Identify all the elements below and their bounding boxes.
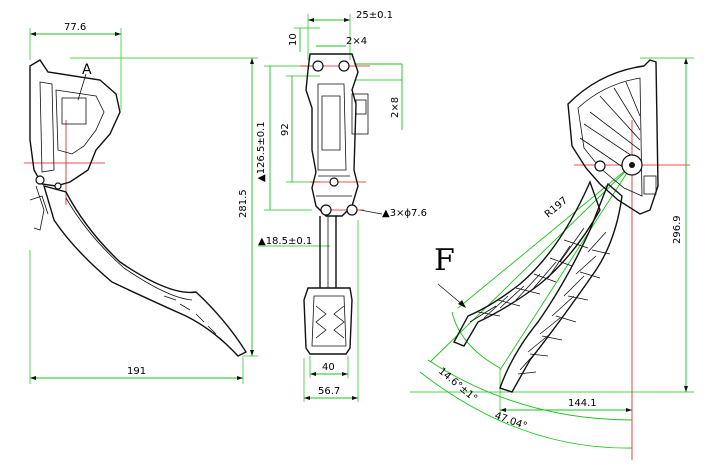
dim-front-mount-height: ▲126.5±0.1 [256, 121, 267, 182]
dim-side-length: 191 [127, 366, 146, 377]
label-detail-a: A [82, 62, 92, 78]
dim-front-center-height: 92 [280, 123, 291, 136]
label-force-f: F [434, 243, 455, 278]
front-view: 25±0.1 10 2×4 2×8 92 ▲126.5±0.1 ▲18.5±0.… [256, 10, 427, 402]
dim-front-top-width: 25±0.1 [356, 10, 393, 21]
dim-right-height: 296.9 [672, 215, 683, 244]
dim-front-pad-width: 40 [322, 362, 335, 373]
dim-front-pedal-offset: ▲18.5±0.1 [258, 236, 312, 247]
dim-right-radius: R197 [543, 195, 570, 220]
dim-right-length: 144.1 [568, 398, 597, 409]
dim-side-width: 77.6 [64, 22, 86, 33]
dim-front-top-left: 10 [288, 33, 299, 46]
dim-front-holes-top: 2×4 [346, 36, 367, 47]
dim-front-holes-side: 2×8 [390, 97, 401, 118]
dim-front-overall-width: 56.7 [318, 386, 340, 397]
right-view: 296.9 144.1 R197 14.6°±1° 47.04° F [410, 57, 694, 460]
dim-front-holes-main: ▲3×ϕ7.6 [382, 208, 427, 219]
side-view: 77.6 281.5 191 A [24, 22, 258, 384]
dim-side-height: 281.5 [238, 189, 249, 218]
dim-right-angle-large: 47.04° [493, 410, 528, 432]
